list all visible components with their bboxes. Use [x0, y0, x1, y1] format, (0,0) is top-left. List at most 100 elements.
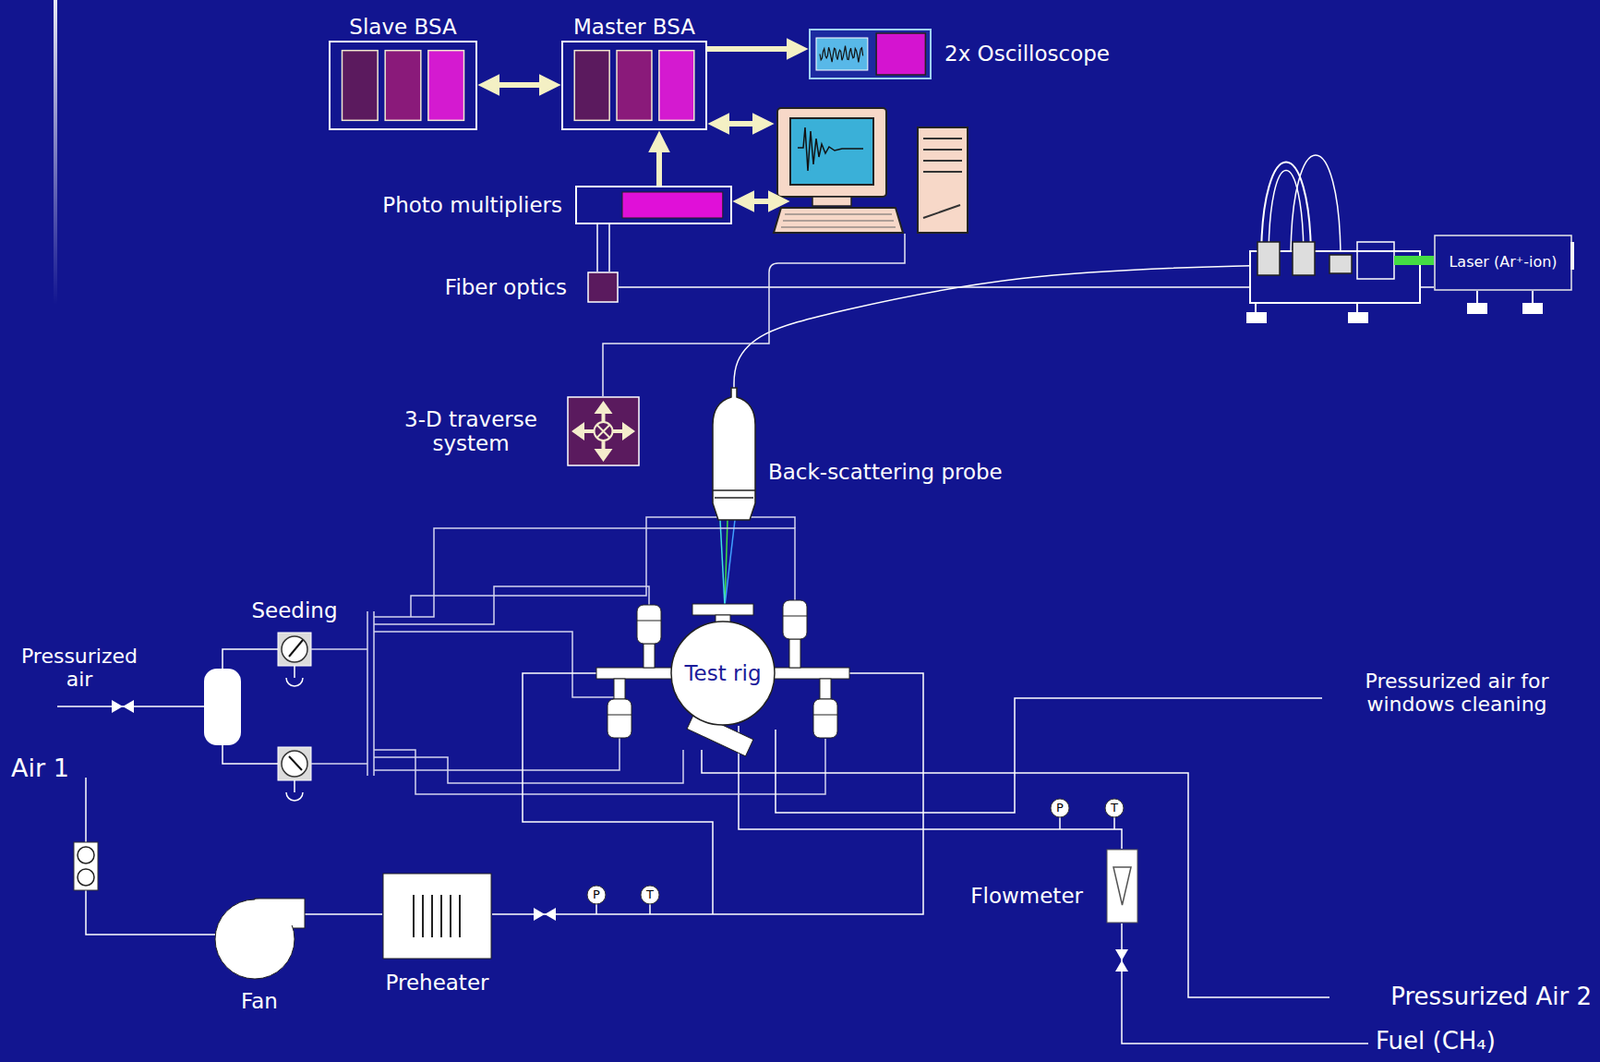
- laser-optics-bench: [1329, 254, 1352, 274]
- valve: [533, 907, 545, 921]
- seeding-gauge: [281, 750, 308, 777]
- gauge-circle: [640, 885, 660, 904]
- laser-optics-bench: [1246, 155, 1573, 324]
- node-label: Photo multipliers: [382, 192, 563, 217]
- laser-optics-bench: [1522, 302, 1543, 314]
- fiber-optics-box-shape: [587, 271, 619, 303]
- fiber-line: [608, 224, 611, 272]
- oscilloscope: 2x Oscilloscope: [808, 28, 932, 80]
- computer: [797, 127, 864, 171]
- test-rig-fittings: [692, 603, 754, 615]
- laser-beams: [720, 519, 735, 606]
- process-piping: [1121, 923, 1369, 1044]
- node-label: 3-D traverse system: [387, 407, 554, 457]
- air-supply-piping: [57, 649, 278, 935]
- data-link-arrow: [497, 82, 542, 88]
- valve: [111, 699, 123, 713]
- computer: [923, 138, 963, 218]
- laser-beams: [720, 519, 725, 606]
- traverse-cable: [602, 233, 905, 397]
- oscilloscope-shape: [808, 28, 932, 80]
- computer: [917, 127, 968, 233]
- laser-optics-bench: [1246, 312, 1267, 324]
- node-label: Master BSA: [573, 14, 696, 39]
- data-link-arrow: [656, 150, 662, 186]
- photomultiplier-unit-shape: [575, 185, 733, 225]
- seeding-gauge: [277, 632, 312, 666]
- connection-line: [738, 725, 1122, 849]
- data-link-arrow: [752, 198, 770, 205]
- test-rig-fittings: [813, 698, 838, 738]
- laser-optics-bench: [1347, 312, 1369, 324]
- node-label: Flowmeter: [970, 883, 1083, 908]
- air-filter: [73, 842, 98, 891]
- valve: [1115, 949, 1129, 961]
- air-filter: [73, 842, 98, 891]
- slide-bar: [53, 0, 58, 305]
- computer: [812, 196, 852, 206]
- seeding-label: Seeding: [251, 598, 337, 623]
- data-link-arrow: [727, 120, 755, 127]
- test-rig-fittings: [819, 678, 831, 699]
- bsa-processor-shape: [561, 40, 708, 131]
- test-rig-fittings: [596, 600, 850, 757]
- laser-optics-bench: [1292, 241, 1315, 276]
- test-rig-fittings: [607, 698, 632, 738]
- air-supply-piping: [84, 777, 87, 843]
- preheater-shape: [382, 872, 493, 960]
- seeding-lines: [373, 586, 650, 625]
- connection-line: [596, 224, 599, 272]
- fuel-label: Fuel (CH₄): [1375, 1027, 1496, 1056]
- inlet-label: Pressurized Air 2: [1390, 983, 1592, 1011]
- laser-box: Laser (Ar⁺-ion): [1433, 234, 1573, 291]
- test-rig-fittings: [637, 604, 662, 644]
- bsa-processor-shape: [328, 40, 478, 131]
- node-label: Laser (Ar⁺-ion): [1448, 253, 1557, 271]
- air-filter: [77, 846, 95, 864]
- flowmeter: Flowmeter: [1106, 848, 1139, 924]
- seeding-gauge: [288, 756, 302, 770]
- test-rig-fittings: [643, 643, 655, 668]
- process-piping: [522, 673, 1369, 1044]
- data-link-arrow: [707, 46, 789, 52]
- seeding-gauge: [286, 665, 303, 686]
- laser-optics-bench: [1255, 302, 1358, 313]
- node-label: Slave BSA: [348, 14, 457, 39]
- seeding-lines: [373, 528, 795, 617]
- seeding-lines: [311, 649, 368, 764]
- process-piping: [701, 749, 1330, 998]
- photomultiplier-unit: Photo multipliers: [575, 185, 733, 225]
- pressure-tag: P: [592, 888, 601, 903]
- process-piping: [775, 697, 1323, 813]
- preheater: Preheater: [382, 872, 493, 960]
- computer: [781, 214, 896, 228]
- gauge-circle: [1105, 798, 1124, 818]
- test-rig-fittings: [613, 678, 626, 699]
- inlet-label: Pressurized air: [5, 644, 154, 692]
- temperature-tag: T: [646, 888, 654, 903]
- laser-optics-bench: [1467, 302, 1488, 314]
- probe: Back-scattering probe: [710, 387, 758, 520]
- air-tank: [204, 668, 241, 746]
- traverse-box: 3-D traverse system: [566, 396, 640, 467]
- air-filter: [77, 868, 95, 886]
- node-label: Preheater: [384, 970, 489, 995]
- laser-optics-bench: [1394, 255, 1434, 265]
- seeding-gauge: [277, 746, 312, 781]
- test-rig-circle: Test rig: [670, 620, 776, 726]
- seeding-gauge: [288, 639, 303, 657]
- gauge-circle: [1050, 798, 1070, 818]
- process-piping: [522, 673, 713, 915]
- air-supply-piping: [222, 745, 278, 764]
- fiber-optics-box: Fiber optics: [587, 271, 619, 303]
- computer: [773, 108, 968, 233]
- laser-optics-bench: [1357, 241, 1395, 279]
- connection-line: [304, 913, 383, 915]
- seeding-gauge: [286, 780, 303, 801]
- bsa-processor: Master BSA: [561, 40, 708, 131]
- inlet-label: Pressurized air for windows cleaning: [1330, 669, 1585, 717]
- node-label: Back-scattering probe: [768, 459, 1003, 484]
- inlet-label: Air 1: [11, 753, 70, 782]
- test-rig-fittings: [782, 600, 807, 639]
